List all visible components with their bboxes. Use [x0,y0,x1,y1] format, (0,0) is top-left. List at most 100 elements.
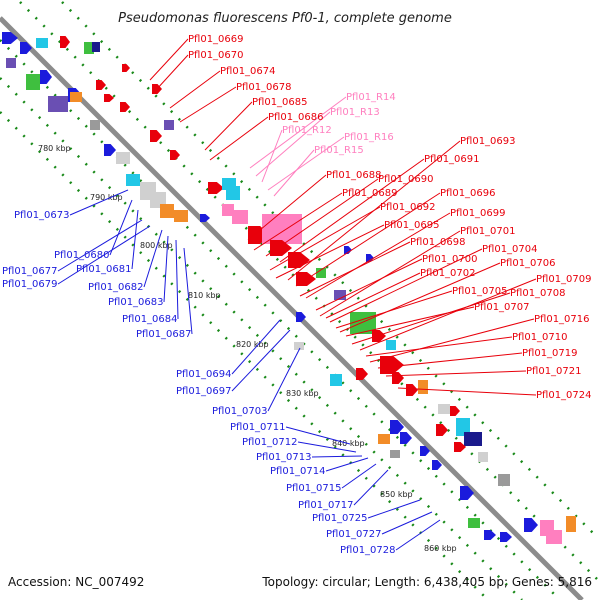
gene-label: Pfl01_0680 [54,250,110,261]
leader-line [279,158,425,263]
gene-block [478,452,488,462]
leader-line [319,230,461,317]
gene-arrow [366,254,374,262]
genome-backbone [0,16,584,600]
gene-block [26,74,40,90]
gene-arrow [120,102,130,112]
gene-label: Pfl01_0684 [122,314,178,325]
leader-line [131,209,139,270]
gene-label: Pfl01_0696 [440,188,496,199]
leader-line [204,101,253,151]
gene-arrow [432,460,442,470]
gene-block [468,518,480,528]
gene-label: Pfl01_0694 [176,369,232,380]
gene-arrow [420,446,430,456]
leader-line [273,149,315,197]
gene-arrow [104,94,114,102]
gene-arrow [400,432,412,444]
gene-label: Pfl01_0686 [268,112,324,123]
gene-arrow [96,80,106,90]
gene-label: Pfl01_0690 [378,174,434,185]
gene-block [92,42,100,52]
gene-arrow [150,130,162,142]
gene-block [36,38,48,48]
gene-block [90,120,100,130]
gene-arrow [392,372,404,384]
leader-line [369,318,535,363]
gene-label: Pfl01_0699 [450,208,506,219]
gene-block [566,516,576,532]
gene-block [116,152,130,164]
gene-block [378,434,390,444]
leader-line [395,519,441,551]
tick-label: 820 kbp [236,340,269,349]
gene-label: Pfl01_0682 [88,282,144,293]
leader-line [249,96,347,169]
gene-arrow [2,32,18,44]
gene-arrow [170,150,180,160]
gene-label: Pfl01_0705 [452,286,508,297]
gene-block [546,530,562,544]
leader-line [339,262,501,333]
leader-line [175,239,179,320]
leader-line [329,248,483,323]
gene-block [6,58,16,68]
gene-block [316,268,326,278]
leader-line [285,426,351,445]
gene-block [464,432,482,446]
gene-label: Pfl01_0669 [188,34,244,45]
gene-arrow [380,356,404,374]
leader-line [311,455,363,458]
gene-block [126,174,140,186]
leader-line [179,86,237,123]
gene-arrow [372,330,386,342]
gene-block [330,374,342,386]
gene-arrow [454,442,466,452]
gene-block [226,186,240,200]
gene-arrow [208,182,224,194]
leader-line [353,469,389,506]
gene-label: Pfl01_0691 [424,154,480,165]
gene-labels: Pfl01_0669Pfl01_0670Pfl01_0674Pfl01_0678… [2,34,592,556]
leader-line [341,463,377,489]
leader-line [57,225,151,285]
gene-label: Pfl01_0727 [326,529,382,540]
leader-line [247,174,327,241]
gene-label: Pfl01_0685 [252,97,308,108]
gene-label: Pfl01_0714 [270,466,326,477]
gene-label: Pfl01_0700 [422,254,478,265]
gene-label: Pfl01_0711 [230,422,286,433]
leader-line [335,290,453,329]
gene-arrow [200,214,210,222]
gene-block [438,404,450,414]
gene-arrow [436,424,448,436]
leader-line [57,219,143,272]
gene-label: Pfl01_0703 [212,406,268,417]
tick-label: 810 kbp [188,291,221,300]
gene-arrow [356,368,368,380]
gene-label: Pfl01_0693 [460,136,516,147]
leader-line [231,319,281,375]
leader-line [325,272,421,319]
tick-label: 830 kbp [286,389,319,398]
leader-line [305,212,451,299]
leader-line [351,292,511,345]
gene-label: Pfl01_0687 [136,329,192,340]
leader-line [261,129,283,183]
gene-label: Pfl01_0724 [536,390,592,401]
gene-arrow [60,36,70,48]
gene-arrow [460,486,474,500]
gene-label: Pfl01_0715 [286,483,342,494]
leader-line [381,511,433,535]
rna-label: Pfl01_R15 [314,145,364,156]
leader-line [231,329,291,392]
rna-label: Pfl01_R13 [330,107,380,118]
gene-arrow [40,70,52,84]
gene-block [48,96,68,112]
gene-label: Pfl01_0717 [298,500,354,511]
leader-line [269,206,381,271]
tick-label: 780 kbp [38,144,71,153]
leader-line [287,140,461,281]
gene-label: Pfl01_0704 [482,244,538,255]
